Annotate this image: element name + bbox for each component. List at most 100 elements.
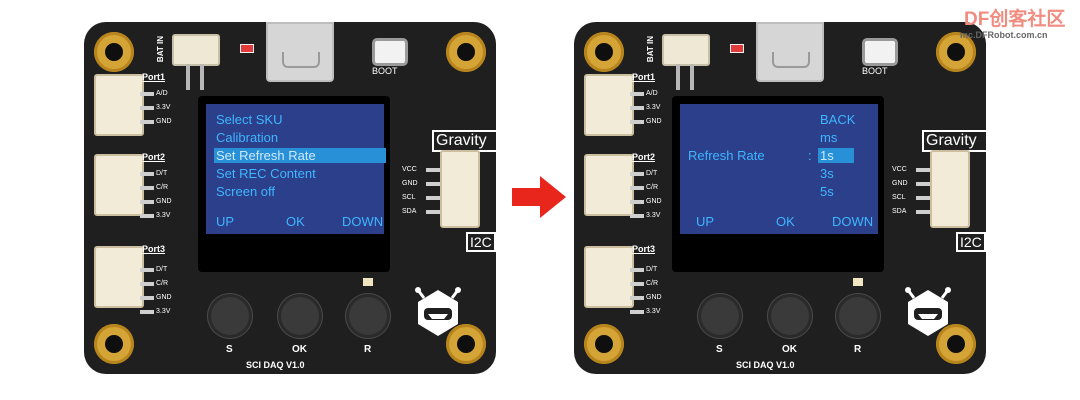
usb-c-port <box>756 22 824 82</box>
daq-board-left: BAT IN BOOT Port1 A/D 3.3V GND Port2 D/T… <box>84 22 502 374</box>
right-arrow-icon <box>512 176 566 218</box>
i2c-pin: SDA <box>892 208 907 215</box>
menu-item-calibration[interactable]: Calibration <box>216 130 279 145</box>
mount-hole-icon <box>446 324 486 364</box>
port3-title: Port3 <box>632 244 656 254</box>
softkey-ok: OK <box>286 214 305 229</box>
connector-pin <box>200 64 204 90</box>
brand-logo-latin: DF <box>964 9 990 30</box>
ok-button-label: OK <box>292 344 307 355</box>
gravity-label: Gravity <box>922 130 992 152</box>
bat-in-label: BAT IN <box>156 36 165 63</box>
port3-pin: 3.3V <box>156 308 171 315</box>
r-button[interactable] <box>346 294 390 338</box>
mount-hole-icon <box>94 32 134 72</box>
port1-pin: A/D <box>646 90 658 97</box>
menu-item-set-rec-content[interactable]: Set REC Content <box>216 166 316 181</box>
mount-hole-icon <box>94 324 134 364</box>
i2c-pin: VCC <box>402 166 417 173</box>
s-button[interactable] <box>208 294 252 338</box>
s-button[interactable] <box>698 294 742 338</box>
port1-connector <box>584 74 634 136</box>
i2c-pin: GND <box>892 180 908 187</box>
connector-pin <box>186 64 190 90</box>
connector-pin <box>690 64 694 90</box>
boot-button[interactable] <box>372 38 408 66</box>
port1-title: Port1 <box>632 72 656 82</box>
i2c-pin: SCL <box>402 194 416 201</box>
port3-pin: 3.3V <box>646 308 661 315</box>
softkey-up: UP <box>696 214 715 229</box>
i2c-pin: SDA <box>402 208 417 215</box>
oled-screen <box>680 104 878 234</box>
i2c-pin: SCL <box>892 194 906 201</box>
option-back[interactable]: BACK <box>820 112 856 127</box>
i2c-connector <box>440 150 480 228</box>
port2-title: Port2 <box>142 152 166 162</box>
mount-hole-icon <box>936 324 976 364</box>
boot-label: BOOT <box>372 66 398 76</box>
ok-button[interactable] <box>768 294 812 338</box>
option-1s[interactable]: 1s <box>818 148 854 163</box>
port2-pin: D/T <box>646 170 658 177</box>
port3-pin: GND <box>646 294 662 301</box>
model-label: SCI DAQ V1.0 <box>246 360 305 370</box>
refresh-rate-label: Refresh Rate <box>688 148 765 163</box>
i2c-label: I2C <box>956 232 986 252</box>
power-led <box>240 44 254 53</box>
oled-screen <box>206 104 384 234</box>
port2-pin: 3.3V <box>156 212 171 219</box>
i2c-pin: VCC <box>892 166 907 173</box>
model-label: SCI DAQ V1.0 <box>736 360 795 370</box>
port3-pin: C/R <box>156 280 169 287</box>
port1-pin: A/D <box>156 90 168 97</box>
brand-logo: DF创客社区 <box>964 4 1065 31</box>
port1-pin: GND <box>156 118 172 125</box>
port3-connector <box>584 246 634 308</box>
port2-connector <box>584 154 634 216</box>
menu-item-set-refresh-rate[interactable]: Set Refresh Rate <box>214 148 386 163</box>
mount-hole-icon <box>584 32 624 72</box>
status-led <box>363 278 373 286</box>
port2-pin: D/T <box>156 170 168 177</box>
ok-button[interactable] <box>278 294 322 338</box>
status-led <box>853 278 863 286</box>
r-button[interactable] <box>836 294 880 338</box>
port1-pin: GND <box>646 118 662 125</box>
port2-connector <box>94 154 144 216</box>
i2c-connector <box>930 150 970 228</box>
brand-site: mc.DFRobot.com.cn <box>960 30 1048 40</box>
usb-c-port <box>266 22 334 82</box>
port1-pin: 3.3V <box>646 104 661 111</box>
port3-connector <box>94 246 144 308</box>
port2-pin: 3.3V <box>646 212 661 219</box>
option-ms[interactable]: ms <box>820 130 838 145</box>
port2-pin: C/R <box>646 184 659 191</box>
daq-board-right: BAT IN BOOT Port1 A/D 3.3V GND Port2 D/T… <box>574 22 992 374</box>
port1-connector <box>94 74 144 136</box>
power-led <box>730 44 744 53</box>
r-button-label: R <box>364 344 372 355</box>
port3-pin: D/T <box>156 266 168 273</box>
menu-item-screen-off[interactable]: Screen off <box>216 184 276 199</box>
mount-hole-icon <box>446 32 486 72</box>
s-button-label: S <box>716 344 723 355</box>
refresh-rate-separator: : <box>808 148 812 163</box>
softkey-ok: OK <box>776 214 795 229</box>
option-5s[interactable]: 5s <box>820 184 834 199</box>
ok-button-label: OK <box>782 344 797 355</box>
robot-icon <box>415 287 461 336</box>
softkey-down: DOWN <box>832 214 874 229</box>
softkey-up: UP <box>216 214 235 229</box>
i2c-label: I2C <box>466 232 496 252</box>
port2-pin: GND <box>646 198 662 205</box>
r-button-label: R <box>854 344 862 355</box>
connector-pin <box>676 64 680 90</box>
brand-logo-cjk: 创客社区 <box>989 9 1066 30</box>
port3-title: Port3 <box>142 244 166 254</box>
port2-pin: C/R <box>156 184 169 191</box>
mount-hole-icon <box>936 32 976 72</box>
boot-button[interactable] <box>862 38 898 66</box>
menu-item-select-sku[interactable]: Select SKU <box>216 112 283 127</box>
option-3s[interactable]: 3s <box>820 166 834 181</box>
